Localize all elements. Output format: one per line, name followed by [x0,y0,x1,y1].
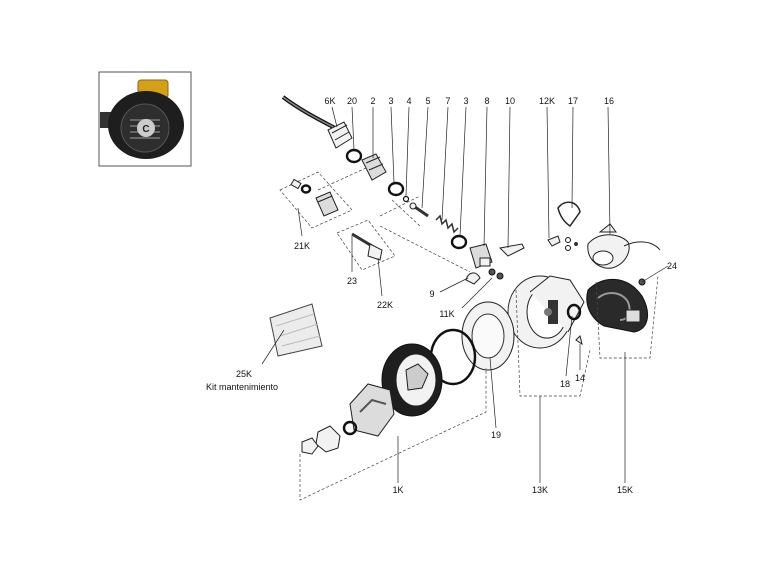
label-19: 19 [491,430,501,440]
part-3b-oring [450,234,468,250]
part-1K-body [381,343,443,417]
part-labels: 6K 20 2 3 4 5 7 3 8 10 12K 17 16 21K 23 … [206,96,677,495]
label-11K: 11K [439,309,454,319]
label-2: 2 [370,96,375,106]
part-8-poppet [469,243,493,269]
connector-line-a [317,167,367,191]
label-16: 16 [604,96,614,106]
part-14-small [575,335,583,346]
label-17: 17 [568,96,578,106]
part-4-ring [402,195,410,203]
part-18-valve [566,303,582,321]
part-12K-small [547,235,578,251]
label-22K: 22K [377,300,393,310]
label-24: 24 [667,261,677,271]
group-22K-box [336,219,396,271]
label-8: 8 [484,96,489,106]
part-13K-housing [507,275,585,349]
part-5-pin [409,202,429,218]
label-15K: 15K [617,485,633,495]
part-2-nut [361,153,387,181]
part-hex-nut-rings [301,420,358,455]
part-17-strap [557,201,581,228]
part-20-oring [345,148,363,164]
part-10-lever [498,243,525,257]
part-19-diaphragm [461,301,515,371]
label-18: 18 [560,379,570,389]
group-21K-box [279,171,353,229]
part-25K-kit-bag [269,303,323,357]
part-11K-small [488,268,504,280]
label-1K: 1K [392,485,403,495]
label-kit-mantenimiento: Kit mantenimiento [206,382,278,392]
part-16-mouthpiece [587,223,661,269]
connector-line-b [379,195,421,217]
part-9-clip [465,272,481,285]
part-second-stage-valve [349,383,395,437]
label-6K: 6K [324,96,335,106]
label-9: 9 [429,289,434,299]
label-13K: 13K [532,485,548,495]
part-21K-assembly [290,178,339,217]
leader-lines [261,106,669,483]
label-12K: 12K [539,96,555,106]
connector-line-c [391,199,421,227]
label-7: 7 [445,96,450,106]
part-15K-cover [586,278,649,333]
group-1K-box [299,368,487,501]
label-4: 4 [406,96,411,106]
label-10: 10 [505,96,515,106]
part-3a-oring [387,181,405,197]
label-5: 5 [425,96,430,106]
label-21K: 21K [294,241,310,251]
part-23-pin [351,232,373,248]
part-7-spring [435,214,459,234]
label-23: 23 [347,276,357,286]
label-14: 14 [575,373,585,383]
part-22K-seat [367,243,383,261]
label-20: 20 [347,96,357,106]
hose [281,95,336,130]
product-thumbnail: C [98,71,192,167]
label-3a: 3 [388,96,393,106]
group-13K-box [515,289,591,397]
label-25K: 25K [236,369,252,379]
connector-line-d [379,225,471,273]
svg-text:C: C [142,124,149,135]
part-6K-fitting [327,121,353,149]
label-3b: 3 [463,96,468,106]
